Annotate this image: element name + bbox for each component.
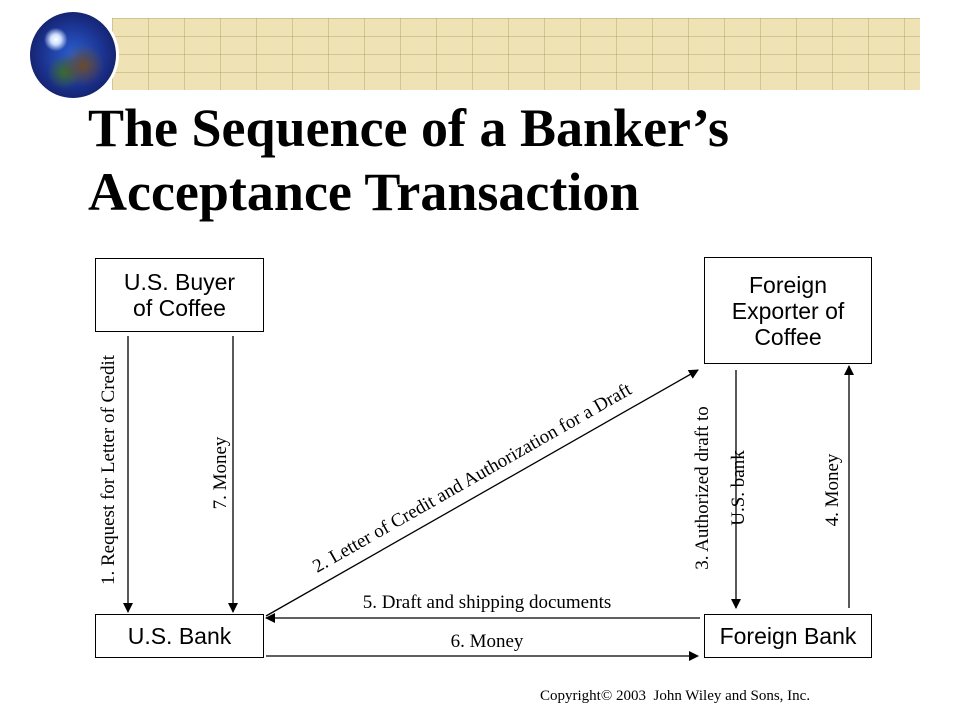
title-line-1: The Sequence of a Banker’s xyxy=(88,98,729,158)
us-bank-label: U.S. Bank xyxy=(127,623,232,649)
foreign-bank-box: Foreign Bank xyxy=(704,614,872,658)
foreign-exporter-line-3: Coffee xyxy=(754,323,822,350)
label-step-4: 4. Money xyxy=(822,453,843,526)
arrow-step-2 xyxy=(265,369,699,617)
us-buyer-line-2: of Coffee xyxy=(133,295,226,321)
label-step-7: 7. Money xyxy=(210,436,231,509)
label-step-3-line-1: 3. Authorized draft to xyxy=(692,406,713,570)
label-step-6: 6. Money xyxy=(451,631,524,652)
copyright-notice: Copyright© 2003 John Wiley and Sons, Inc… xyxy=(540,688,811,704)
label-step-2: 2. Letter of Credit and Authorization fo… xyxy=(309,379,636,578)
title-line-2: Acceptance Transaction xyxy=(88,162,640,222)
header-map-band xyxy=(112,18,920,90)
us-buyer-line-1: U.S. Buyer xyxy=(123,269,236,295)
foreign-exporter-line-2: Exporter of xyxy=(731,297,845,324)
page-title: The Sequence of a Banker’s Acceptance Tr… xyxy=(88,96,888,224)
label-step-1: 1. Request for Letter of Credit xyxy=(98,354,119,585)
us-buyer-box: U.S. Buyer of Coffee xyxy=(95,258,264,332)
foreign-exporter-line-1: Foreign xyxy=(749,271,827,298)
foreign-exporter-box: Foreign Exporter of Coffee xyxy=(704,257,872,364)
us-bank-box: U.S. Bank xyxy=(95,614,264,658)
globe-icon xyxy=(30,12,116,98)
label-step-5: 5. Draft and shipping documents xyxy=(363,592,612,613)
label-step-3-line-2: U.S. bank xyxy=(728,450,749,526)
foreign-bank-label: Foreign Bank xyxy=(719,623,857,649)
